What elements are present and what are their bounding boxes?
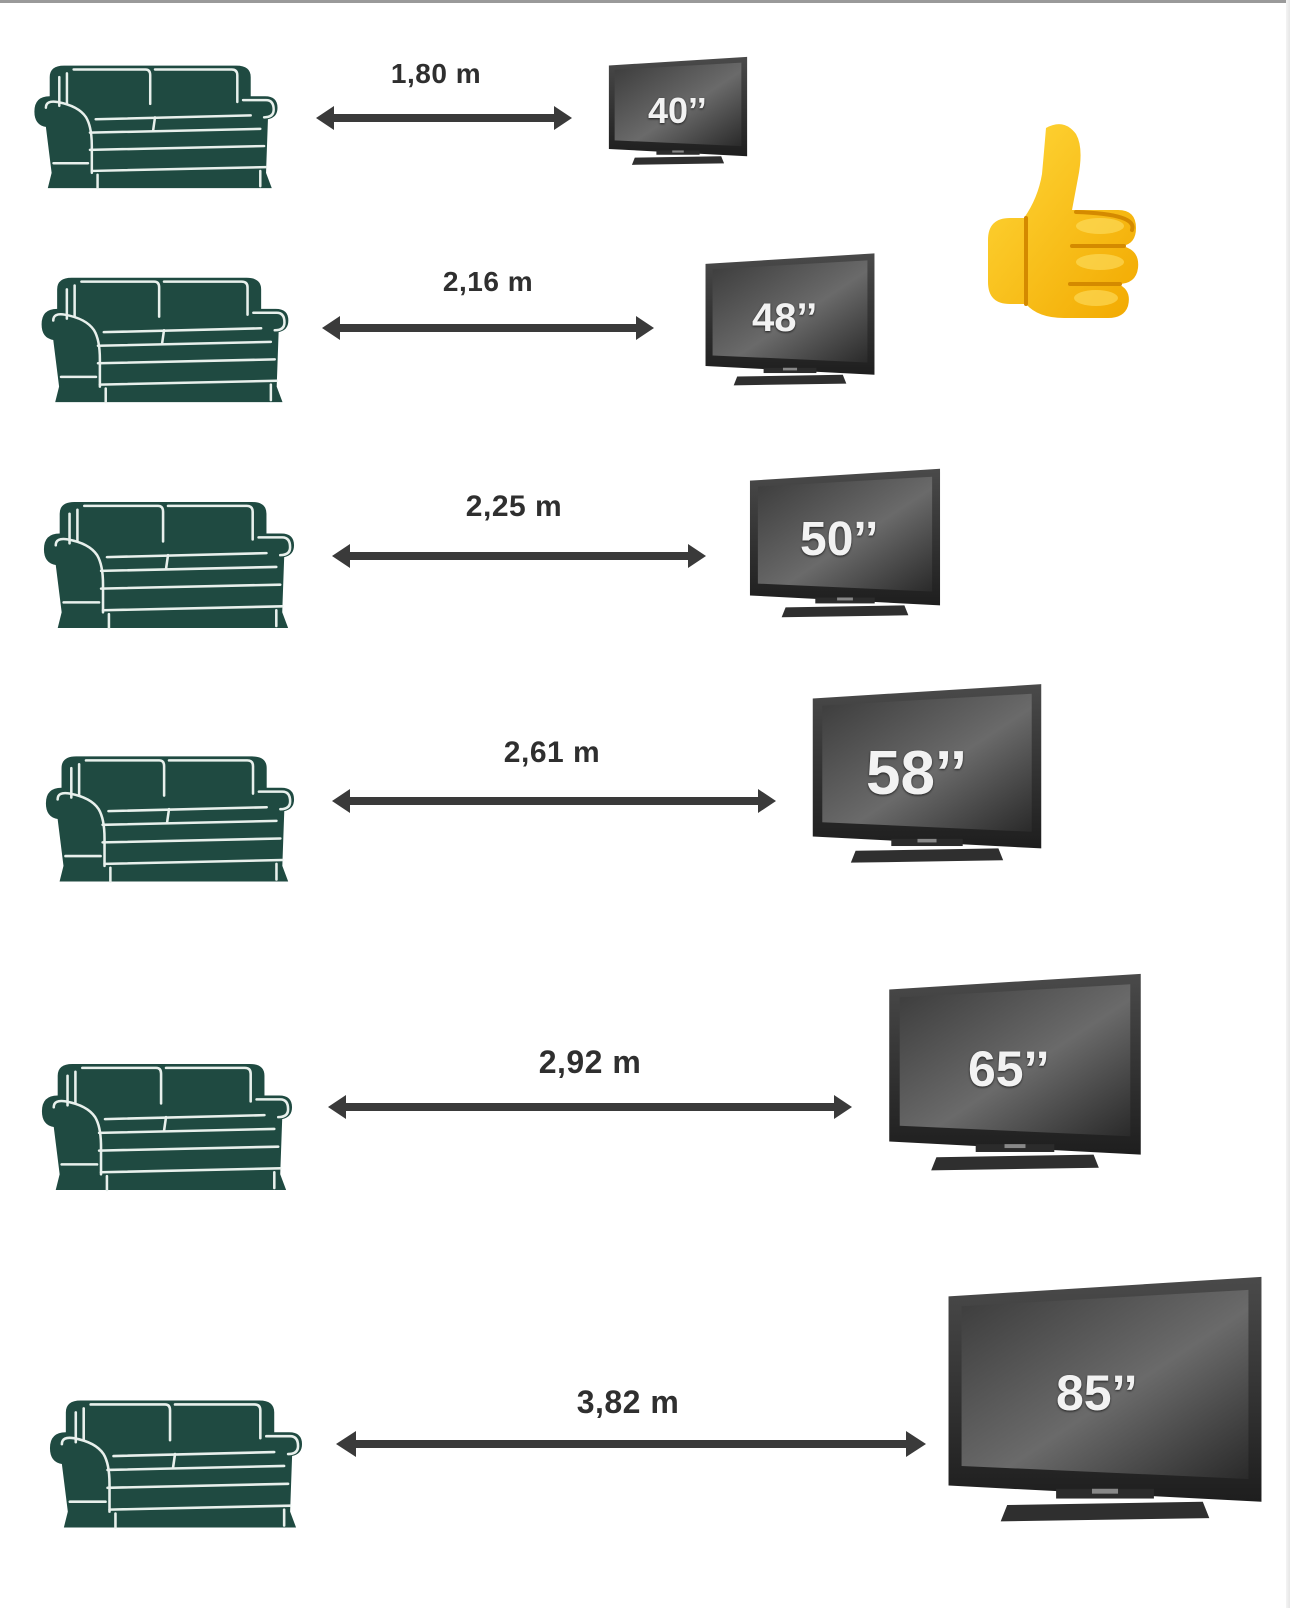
top-divider bbox=[0, 0, 1290, 3]
double-arrow-icon bbox=[316, 106, 572, 130]
sofa-icon bbox=[36, 270, 292, 406]
distance-label: 2,25 m bbox=[465, 490, 563, 523]
double-arrow-icon bbox=[332, 544, 706, 568]
thumbs-up-icon bbox=[968, 118, 1168, 338]
distance-label: 1,80 m bbox=[390, 58, 482, 89]
tv-size-label: 85’’ bbox=[1056, 1365, 1138, 1421]
tv-size-label: 50’’ bbox=[800, 513, 879, 566]
double-arrow-icon bbox=[322, 316, 654, 340]
sofa-icon bbox=[40, 494, 296, 632]
sofa-icon bbox=[38, 1056, 294, 1194]
distance-label: 2,61 m bbox=[503, 736, 601, 769]
sofa-icon bbox=[26, 58, 284, 192]
tv-size-label: 65’’ bbox=[968, 1041, 1050, 1097]
distance-label: 3,82 m bbox=[576, 1384, 680, 1420]
distance-label: 2,92 m bbox=[538, 1044, 642, 1080]
double-arrow-icon bbox=[336, 1431, 926, 1457]
right-edge-shadow bbox=[1286, 0, 1290, 1608]
tv-size-label: 58’’ bbox=[866, 739, 968, 808]
distance-label: 2,16 m bbox=[442, 266, 534, 297]
double-arrow-icon bbox=[332, 789, 776, 813]
double-arrow-icon bbox=[328, 1095, 852, 1119]
sofa-icon bbox=[46, 1392, 304, 1532]
tv-size-label: 40’’ bbox=[648, 90, 707, 131]
tv-size-label: 48’’ bbox=[752, 296, 818, 340]
sofa-icon bbox=[42, 748, 296, 886]
